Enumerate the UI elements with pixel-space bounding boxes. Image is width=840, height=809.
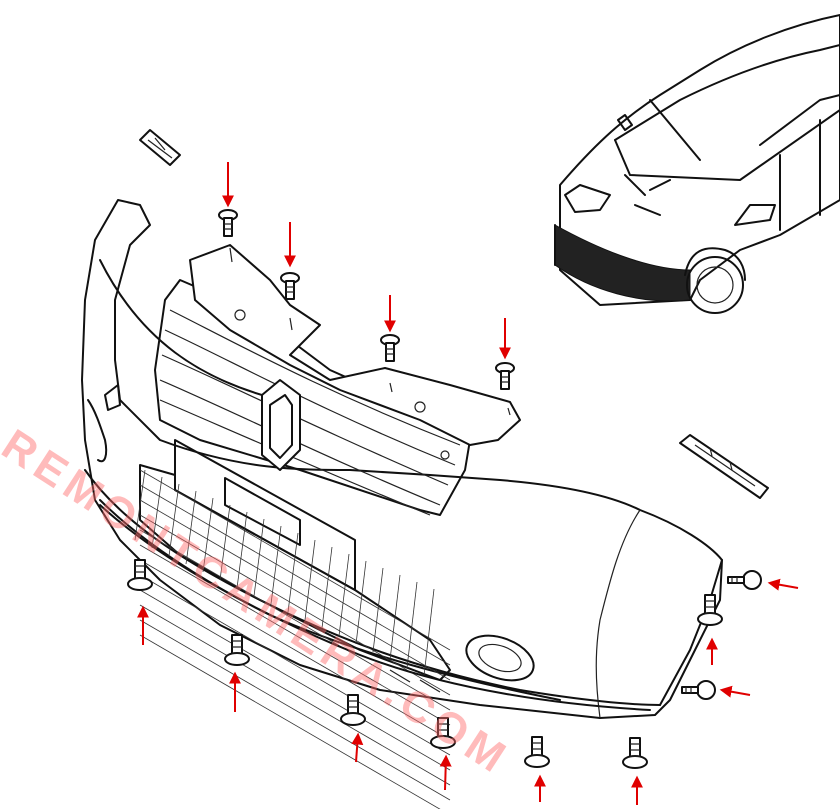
screw-side-3 — [681, 680, 716, 700]
lower-mesh-grille — [134, 464, 451, 809]
screw-bottom-1 — [127, 559, 153, 591]
upper-cover-panel — [189, 244, 521, 460]
screw-bottom-5 — [524, 736, 550, 768]
arrow-left-side-1 — [767, 578, 799, 591]
bolt-top-3 — [380, 334, 400, 362]
screw-bottom-4 — [430, 717, 456, 749]
bolt-top-2 — [280, 272, 300, 300]
screw-bottom-6 — [622, 737, 648, 769]
fog-lamp — [465, 634, 535, 682]
arrow-left-side-3 — [719, 685, 751, 698]
screw-bottom-3 — [340, 694, 366, 726]
upper-left-clip — [139, 129, 181, 166]
bolt-top-4 — [495, 362, 515, 390]
arrow-up-bottom-3 — [351, 732, 364, 763]
screw-side-1 — [727, 570, 762, 590]
car-illustration — [554, 14, 840, 314]
screw-bottom-2 — [224, 634, 250, 666]
right-side-bracket — [679, 434, 769, 499]
radiator-grille — [154, 279, 471, 516]
arrow-up-bottom-4 — [439, 754, 452, 791]
screw-side-2 — [697, 594, 723, 626]
lower-spoiler — [99, 504, 651, 711]
bolt-top-1 — [218, 209, 238, 237]
fastener-group — [127, 162, 799, 805]
